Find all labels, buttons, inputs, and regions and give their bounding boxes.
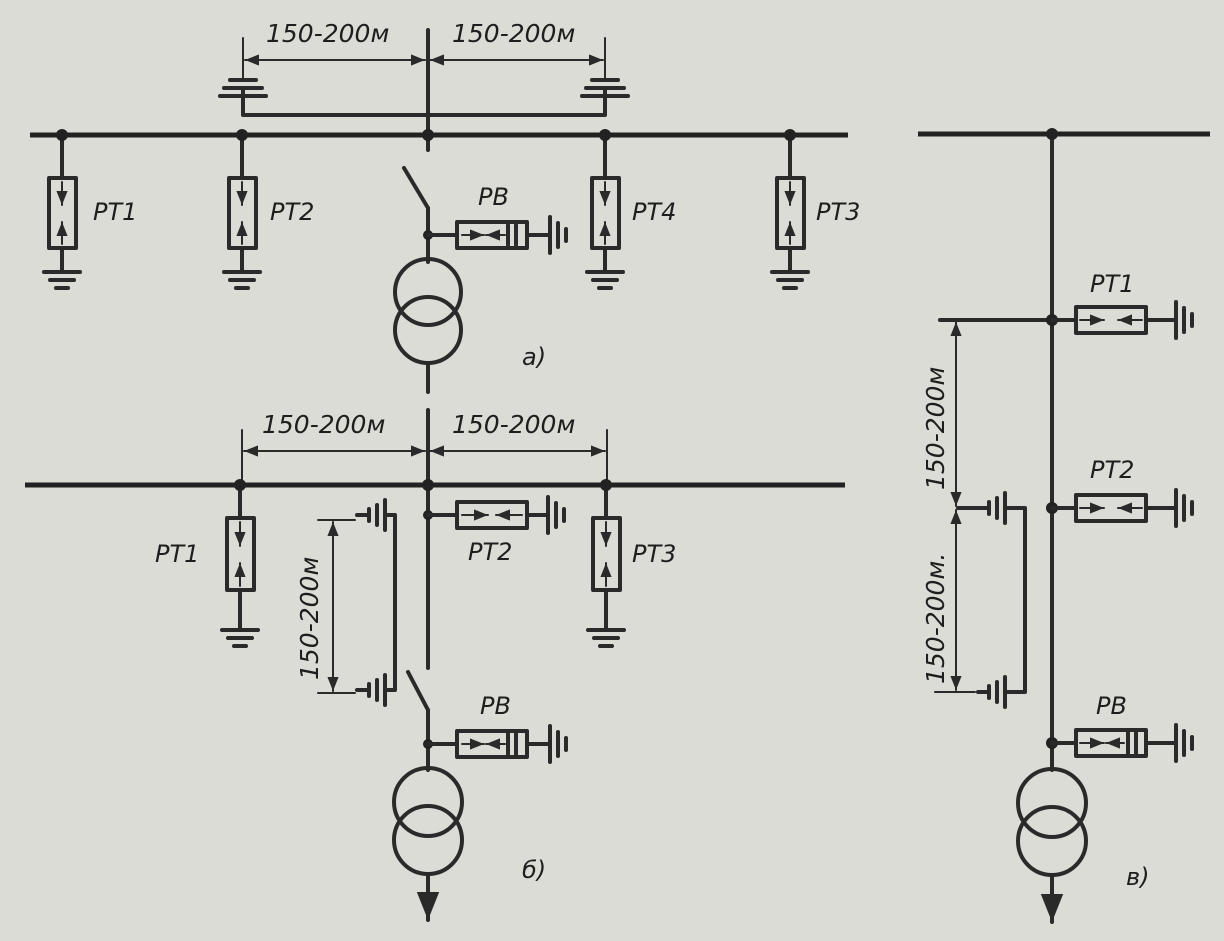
- dimension-label: 150-200м: [262, 410, 385, 439]
- valve-arrester-rv: РВ: [1046, 692, 1194, 763]
- dimension-lines: 150-200м 150-200м: [242, 19, 606, 81]
- panel-a: 150-200м 150-200м: [30, 19, 860, 394]
- arrester-rt1: РТ1: [1046, 270, 1194, 340]
- valve-arrester-label: РВ: [1096, 692, 1127, 720]
- dimension-label: 150-200м.: [921, 553, 950, 684]
- panel-c: 150-200м 150-200м.: [918, 128, 1210, 924]
- arrester-label: РТ1: [1090, 270, 1134, 298]
- arrester-label: РТ1: [155, 540, 199, 568]
- spark-gap-symbol: [580, 78, 630, 98]
- arrester-rt2: РТ2: [1046, 456, 1194, 528]
- valve-arrester-label: РВ: [480, 692, 511, 720]
- dimension-lines: 150-200м 150-200м.: [921, 318, 1054, 693]
- arrester-rt3: РТ3: [586, 479, 676, 648]
- power-transformer: [1016, 767, 1088, 924]
- arrester-label: РТ2: [270, 198, 314, 226]
- dimension-label: 150-200м: [295, 557, 324, 680]
- arrester-label: РТ3: [632, 540, 676, 568]
- dimension-label: 150-200м: [452, 19, 575, 48]
- dimension-label: 150-200м: [921, 367, 950, 490]
- panel-b: 150-200м 150-200м 150-200м РТ1: [25, 408, 845, 922]
- arrester-rt1: РТ1: [42, 129, 137, 290]
- spark-gaps: [355, 498, 397, 707]
- spark-gap-symbol: [355, 498, 387, 532]
- arrester-rt3: РТ3: [770, 129, 860, 290]
- panel-caption-a: а): [522, 343, 546, 371]
- arrester-label: РТ1: [93, 198, 137, 226]
- power-transformer: [392, 766, 464, 922]
- arrester-rt1: РТ1: [155, 479, 260, 648]
- spark-gap-symbol: [976, 675, 1007, 709]
- dimension-label: 150-200м: [266, 19, 389, 48]
- panel-caption-b: б): [522, 856, 546, 884]
- arrester-label: РТ4: [632, 198, 676, 226]
- spark-gap-symbol: [956, 491, 1007, 525]
- spark-gap-symbol: [218, 78, 268, 98]
- dimension-label: 150-200м: [452, 410, 575, 439]
- arrester-label: РТ2: [1090, 456, 1134, 484]
- arrester-label: РТ3: [816, 198, 860, 226]
- arrester-label: РТ2: [468, 538, 512, 566]
- spark-gaps: [218, 28, 630, 152]
- spark-gaps: [956, 491, 1027, 709]
- arrester-rt4: РТ4: [585, 129, 676, 290]
- panel-caption-c: в): [1126, 863, 1150, 891]
- valve-arrester-rv: РВ: [426, 183, 568, 255]
- arrester-rt2: РТ2: [423, 495, 566, 566]
- disconnector: [406, 670, 433, 772]
- power-transformer: [393, 257, 463, 394]
- valve-arrester-rv: РВ: [426, 692, 568, 764]
- dimension-lines: 150-200м 150-200м 150-200м: [241, 410, 608, 694]
- spark-gap-symbol: [355, 673, 387, 707]
- valve-arrester-label: РВ: [478, 183, 509, 211]
- arrester-rt2: РТ2: [222, 129, 314, 290]
